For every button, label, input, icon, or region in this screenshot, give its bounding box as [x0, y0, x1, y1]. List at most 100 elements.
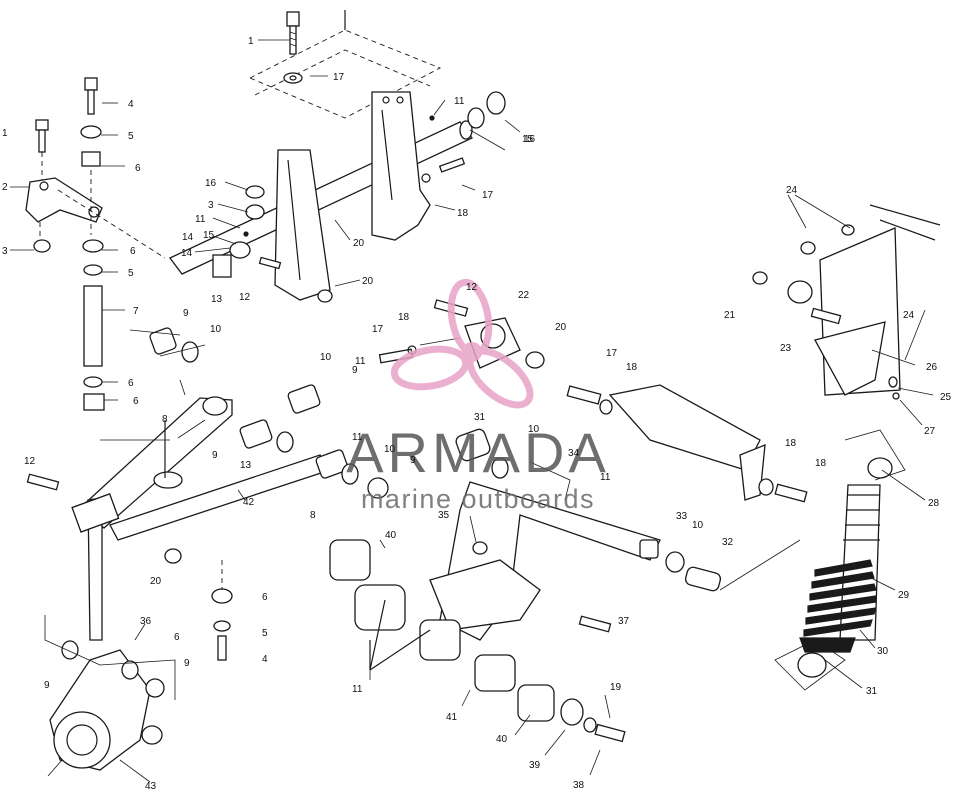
spacer-tube-part — [83, 285, 103, 367]
center-swing-arm-assembly — [329, 428, 801, 743]
callout-label: 6 — [262, 592, 268, 603]
callout-label: 16 — [205, 178, 217, 189]
left-hardware-stack — [25, 77, 166, 411]
callout-label: 11 — [355, 356, 366, 367]
bracket-plate-part — [274, 149, 331, 301]
callout-label: 17 — [482, 190, 494, 201]
callout-label: 11 — [352, 432, 363, 443]
callout-label: 10 — [320, 352, 332, 363]
callout-label: 9 — [352, 365, 358, 376]
callout-label: 5 — [128, 131, 134, 142]
callout-label: 6 — [174, 632, 180, 643]
callout-label: 9 — [44, 680, 50, 691]
callout-label: 3 — [208, 200, 214, 211]
callout-label: 6 — [135, 163, 141, 174]
callout-label: 10 — [384, 444, 396, 455]
callout-label: 20 — [353, 238, 365, 249]
callout-label: 13 — [240, 460, 252, 471]
bracket-plate-part — [371, 91, 431, 241]
right-link-bracket — [566, 384, 808, 503]
callout-label: 8 — [310, 510, 316, 521]
callout-label: 9 — [410, 455, 416, 466]
callout-label: 24 — [786, 185, 798, 196]
callout-label: 27 — [924, 426, 936, 437]
callout-label: 31 — [866, 686, 878, 697]
callout-label: 6 — [133, 396, 139, 407]
bushing-part — [474, 654, 516, 692]
callout-label: 31 — [474, 412, 486, 423]
watermark-logo: ARMADA marine outboards — [346, 278, 610, 514]
callout-label: 12 — [24, 456, 36, 467]
callout-labels: 1 1 2 3 3 4 4 5 5 5 6 6 6 6 6 6 7 8 8 9 … — [2, 36, 952, 791]
callout-label: 16 — [524, 134, 536, 145]
callout-label: 15 — [522, 134, 534, 145]
callout-label: 37 — [618, 616, 630, 627]
propeller-icon — [390, 278, 534, 409]
callout-label: 43 — [145, 781, 157, 791]
callout-label: 20 — [362, 276, 374, 287]
shock-mount-part — [814, 321, 886, 396]
bushing-part — [212, 254, 232, 278]
callout-label: 41 — [446, 712, 458, 723]
callout-label: 9 — [212, 450, 218, 461]
bushing-part — [329, 539, 371, 581]
callout-label: 21 — [724, 310, 736, 321]
callout-label: 18 — [398, 312, 410, 323]
callout-label: 34 — [568, 448, 580, 459]
callout-label: 33 — [676, 511, 688, 522]
callout-label: 35 — [438, 510, 450, 521]
callout-label: 1 — [2, 128, 8, 139]
callout-label: 11 — [352, 684, 363, 695]
callout-label: 11 — [600, 472, 611, 483]
callout-label: 22 — [518, 290, 530, 301]
callout-label: 40 — [385, 530, 397, 541]
callout-label: 12 — [239, 292, 251, 303]
callout-label: 24 — [903, 310, 915, 321]
callout-label: 32 — [722, 537, 734, 548]
callout-label: 36 — [140, 616, 152, 627]
callout-label: 10 — [528, 424, 540, 435]
callout-label: 19 — [610, 682, 622, 693]
callout-label: 20 — [150, 576, 162, 587]
callout-label: 20 — [555, 322, 567, 333]
callout-label: 25 — [940, 392, 952, 403]
callout-label: 29 — [898, 590, 910, 601]
callout-label: 7 — [133, 306, 139, 317]
callout-label: 9 — [184, 658, 190, 669]
callout-label: 26 — [926, 362, 938, 373]
callout-label: 28 — [928, 498, 940, 509]
callout-label: 3 — [2, 246, 8, 257]
callout-label: 14 — [181, 248, 193, 259]
leader-lines — [10, 39, 934, 783]
callout-label: 14 — [182, 232, 194, 243]
hub-part — [53, 711, 111, 769]
watermark-brand: ARMADA — [346, 421, 610, 484]
bushing-part — [354, 584, 406, 631]
callout-label: 39 — [529, 760, 541, 771]
callout-label: 12 — [466, 282, 478, 293]
callout-label: 18 — [457, 208, 469, 219]
shock-assembly — [752, 204, 941, 691]
callout-label: 18 — [785, 438, 797, 449]
callout-label: 8 — [162, 414, 168, 425]
callout-label: 18 — [626, 362, 638, 373]
callout-label: 23 — [780, 343, 792, 354]
callout-label: 13 — [211, 294, 223, 305]
washer-part — [283, 72, 303, 84]
watermark-tagline: marine outboards — [361, 484, 595, 514]
link-plate-part — [608, 384, 761, 471]
mount-bracket-part — [25, 177, 103, 223]
bolt-part — [286, 11, 300, 55]
callout-label: 2 — [2, 182, 8, 193]
callout-label: 4 — [128, 99, 134, 110]
callout-label: 18 — [815, 458, 827, 469]
nut-part — [33, 239, 51, 253]
callout-label: 5 — [262, 628, 268, 639]
callout-label: 17 — [333, 72, 345, 83]
nut-part — [486, 91, 506, 115]
callout-label: 6 — [130, 246, 136, 257]
callout-label: 1 — [248, 36, 254, 47]
callout-label: 38 — [573, 780, 585, 791]
a-arm-assembly — [26, 327, 389, 771]
upper-frame-assembly — [169, 10, 506, 303]
